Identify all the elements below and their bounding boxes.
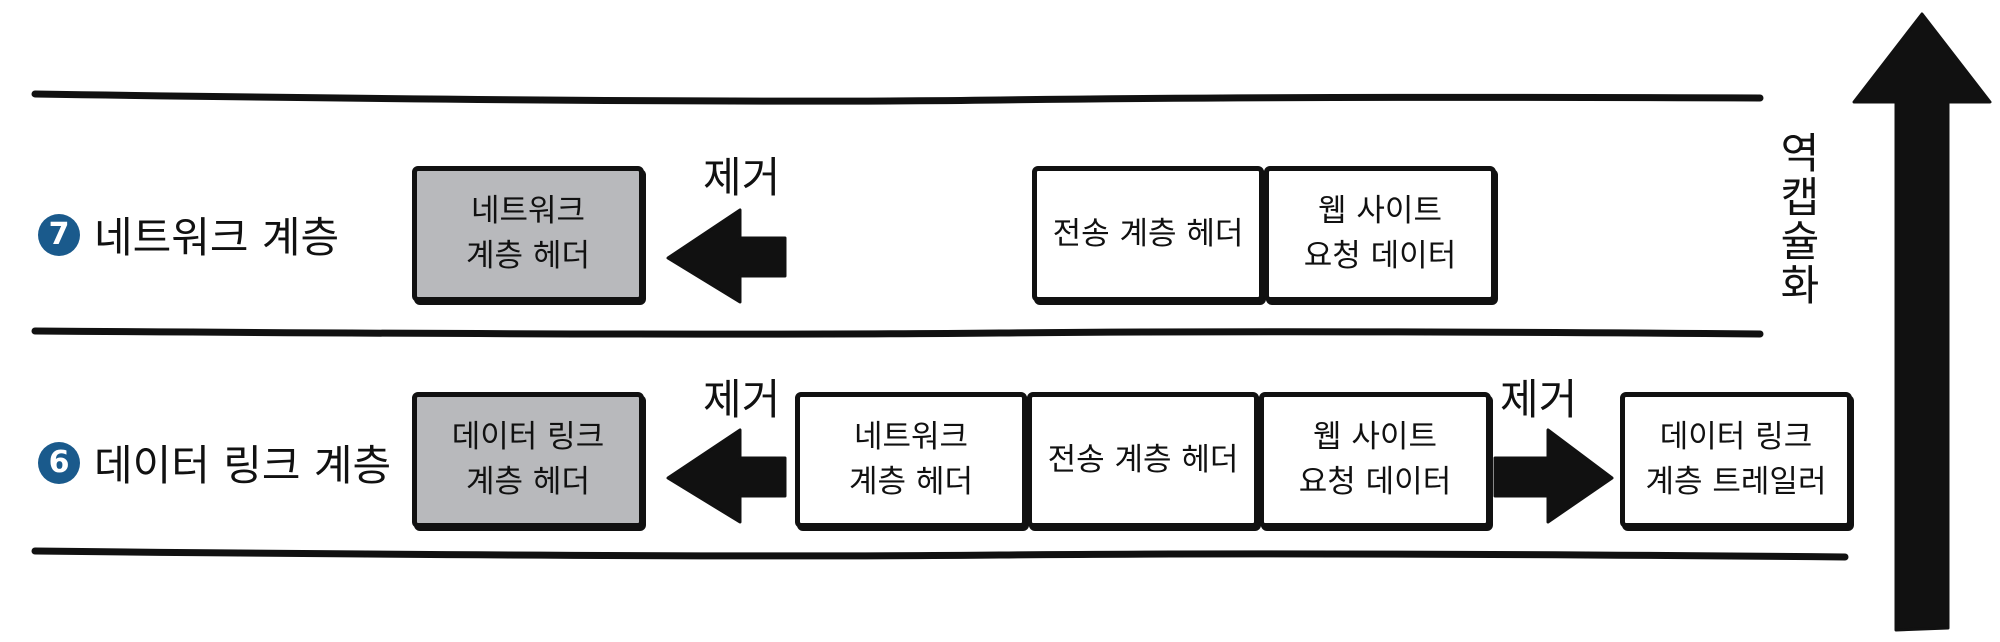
box-line: 네트워크 [470,193,586,230]
datalink-trailer-box: 데이터 링크 계층 트레일러 [1620,392,1852,528]
side-label-char: 역 [1780,129,1820,178]
network-request-data-box: 웹 사이트 요청 데이터 [1264,166,1496,302]
layer-name: 네트워크 계층 [94,213,340,262]
side-label-char: 캡 [1780,173,1820,223]
datalink-transport-header-box: 전송 계층 헤더 [1027,392,1259,528]
datalink-remove-label-left: 제거 [703,375,781,424]
box-line: 데이터 링크 [451,419,605,456]
datalink-request-data-box: 웹 사이트 요청 데이터 [1259,392,1491,528]
box-line: 데이터 링크 [1659,419,1813,456]
network-remove-label: 제거 [703,153,781,202]
datalink-remove-label-right: 제거 [1500,375,1578,424]
bottom-divider-line [31,547,1849,561]
box-line: 전송 계층 헤더 [1047,441,1239,478]
box-line: 네트워크 [853,419,969,456]
side-label-char: 화 [1780,261,1820,311]
datalink-header-removed-box: 데이터 링크 계층 헤더 [412,392,644,528]
box-line: 계층 헤더 [466,238,590,274]
box-line: 웹 사이트 [1318,193,1442,230]
box-line: 계층 헤더 [849,464,973,500]
layer-name: 데이터 링크 계층 [94,441,392,490]
datalink-remove-arrow-right [1493,428,1614,524]
box-line: 계층 트레일러 [1645,464,1827,500]
network-header-removed-box: 네트워크 계층 헤더 [412,166,644,302]
decapsulation-label: 역 캡 슐 화 [1770,129,1830,311]
layer-number-badge: 6 [38,441,80,484]
box-line: 계층 헤더 [466,464,590,500]
box-line: 전송 계층 헤더 [1052,215,1244,252]
datalink-network-header-box: 네트워크 계층 헤더 [795,392,1027,528]
network-remove-arrow [666,208,787,304]
layer-number-badge: 7 [38,213,80,256]
datalink-remove-arrow-left [666,428,787,524]
box-line: 웹 사이트 [1313,419,1437,456]
box-line: 요청 데이터 [1303,238,1457,274]
top-divider-line [31,90,1764,105]
decapsulation-up-arrow [1852,12,1992,632]
network-transport-header-box: 전송 계층 헤더 [1032,166,1264,302]
box-line: 요청 데이터 [1298,464,1452,500]
side-label-char: 슐 [1780,217,1820,267]
datalink-layer-label: 6 데이터 링크 계층 [38,432,391,493]
network-layer-label: 7 네트워크 계층 [38,204,339,265]
middle-divider-line [31,327,1764,338]
